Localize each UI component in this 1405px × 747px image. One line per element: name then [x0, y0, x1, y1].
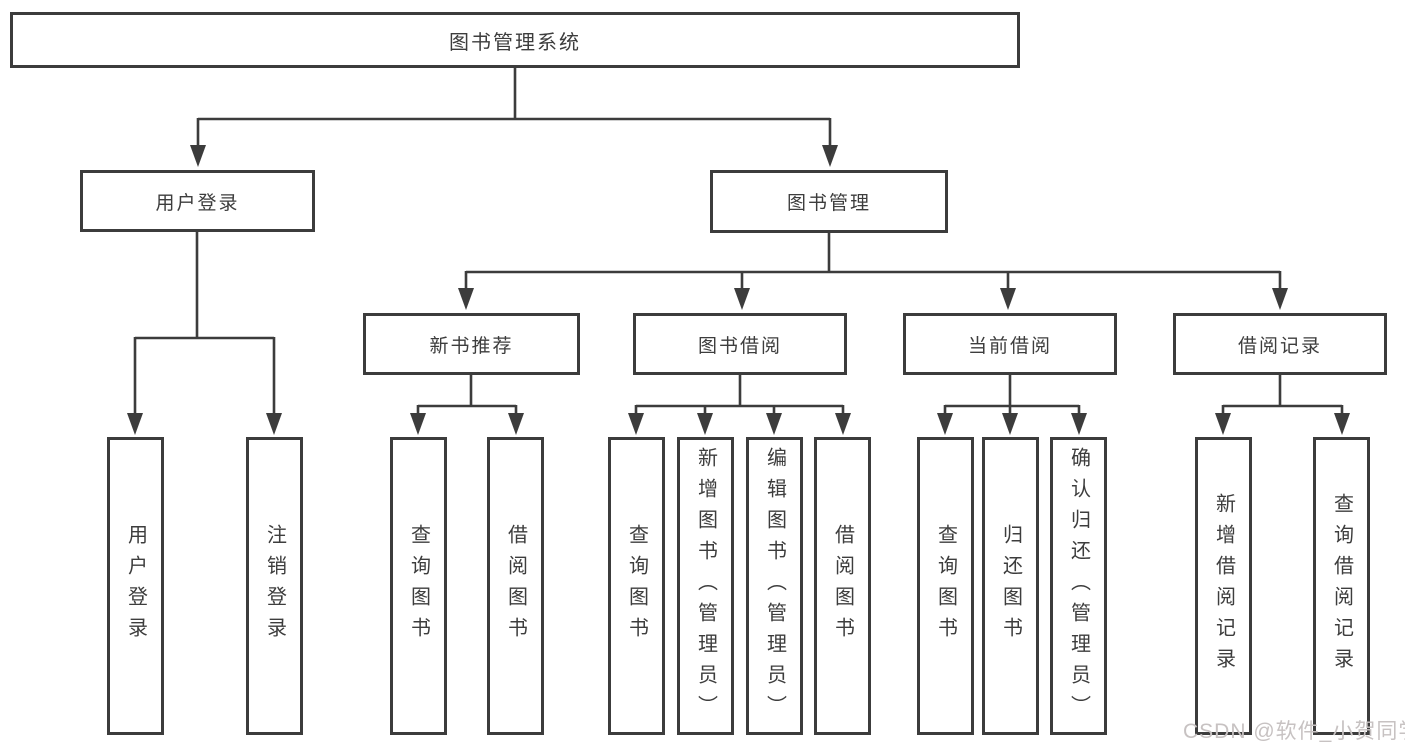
arrowhead-icons [127, 145, 1350, 435]
leaf-label: 新增图书（管理员） [694, 446, 717, 726]
leaf-query-borrow-record: 查询借阅记录 [1313, 437, 1370, 735]
node-book-borrowing: 图书借阅 [633, 313, 847, 375]
node-library-management-system: 图书管理系统 [10, 12, 1020, 68]
leaf-edit-books-admin: 编辑图书（管理员） [746, 437, 803, 735]
node-book-management-module: 图书管理 [710, 170, 948, 233]
leaf-borrow-books: 借阅图书 [487, 437, 544, 735]
leaf-label: 确认归还（管理员） [1067, 446, 1090, 726]
leaf-label: 新增借阅记录 [1212, 493, 1235, 679]
leaf-label: 借阅图书 [504, 524, 527, 648]
leaf-user-login: 用户登录 [107, 437, 164, 735]
leaf-label: 查询图书 [407, 524, 430, 648]
leaf-label: 查询图书 [625, 524, 648, 648]
leaf-label: 编辑图书（管理员） [763, 446, 786, 726]
leaf-label: 查询图书 [934, 524, 957, 648]
leaf-confirm-return-admin: 确认归还（管理员） [1050, 437, 1107, 735]
csdn-watermark: CSDN @软件_小贺同学 [1183, 720, 1405, 743]
leaf-query-books: 查询图书 [917, 437, 974, 735]
leaf-query-books: 查询图书 [608, 437, 665, 735]
leaf-logout: 注销登录 [246, 437, 303, 735]
leaf-label: 借阅图书 [831, 524, 854, 648]
leaf-label: 归还图书 [999, 524, 1022, 648]
node-new-book-recommendation: 新书推荐 [363, 313, 580, 375]
leaf-query-books: 查询图书 [390, 437, 447, 735]
leaf-borrow-books: 借阅图书 [814, 437, 871, 735]
node-user-login-module: 用户登录 [80, 170, 315, 232]
leaf-label: 用户登录 [124, 524, 147, 648]
node-borrowing-records: 借阅记录 [1173, 313, 1387, 375]
leaf-add-books-admin: 新增图书（管理员） [677, 437, 734, 735]
node-current-borrowing: 当前借阅 [903, 313, 1117, 375]
leaf-return-books: 归还图书 [982, 437, 1039, 735]
leaf-label: 注销登录 [263, 524, 286, 648]
leaf-add-borrow-record: 新增借阅记录 [1195, 437, 1252, 735]
leaf-label: 查询借阅记录 [1330, 493, 1353, 679]
